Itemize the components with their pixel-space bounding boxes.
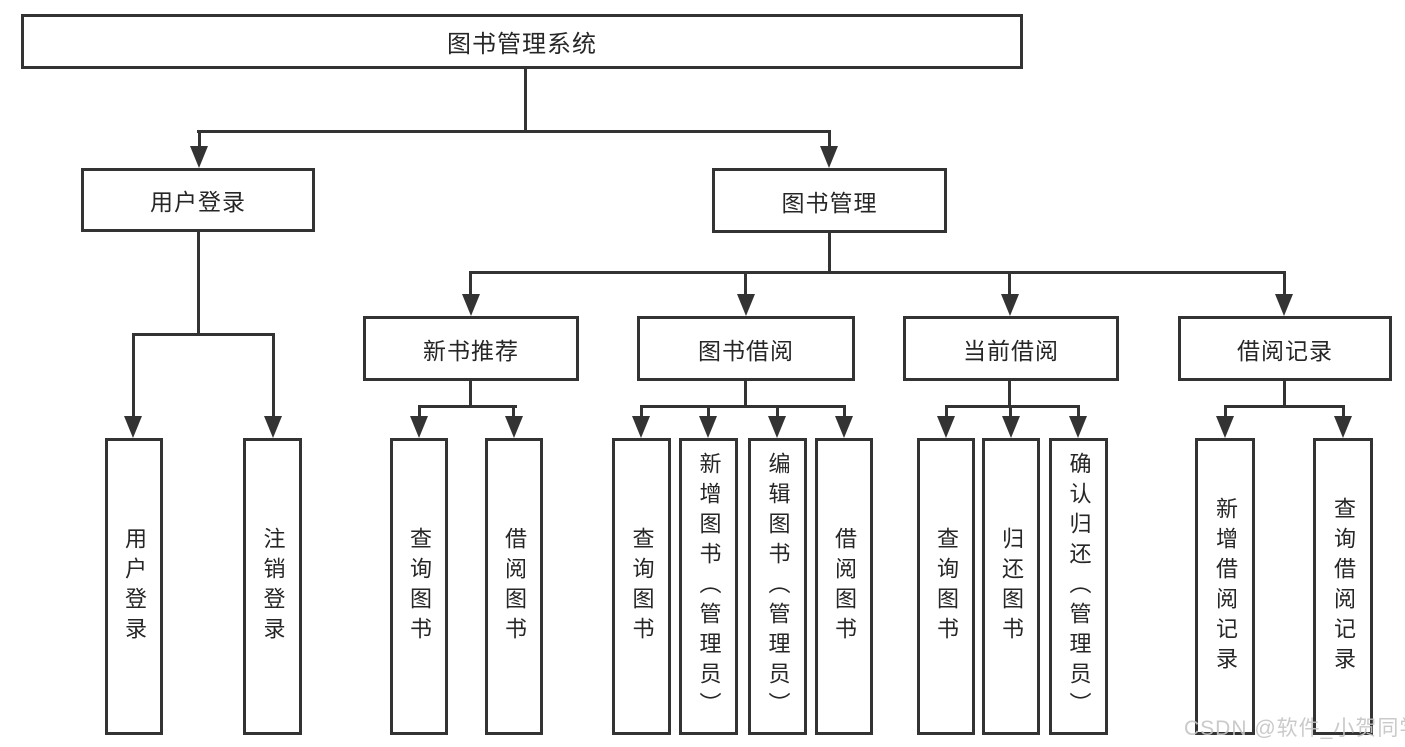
connector-book-mgmt-horizontal	[469, 271, 1286, 274]
leaf-query-books-recommend: 查询图书	[390, 438, 448, 735]
connector-l1-arrow-stem-right	[828, 130, 831, 150]
connector-book-mgmt-arrow-stem	[744, 271, 747, 297]
connector-new-book-arrow-stem	[418, 405, 421, 418]
node-label: 新增借阅记录	[1213, 496, 1238, 677]
arrow-down-icon	[737, 294, 755, 316]
connector-user-login-horizontal	[132, 333, 275, 336]
arrow-down-icon	[1216, 416, 1234, 438]
connector-l1-arrow-stem-left	[198, 130, 201, 150]
arrow-down-icon	[264, 416, 282, 438]
node-new-book-recommend: 新书推荐	[363, 316, 579, 381]
leaf-query-books-current: 查询图书	[917, 438, 975, 735]
connector-borrow-record-stem	[1283, 380, 1286, 407]
connector-current-borrow-horizontal	[945, 405, 1080, 408]
leaf-query-borrow-record: 查询借阅记录	[1313, 438, 1373, 735]
connector-book-mgmt-stem	[828, 232, 831, 273]
connector-book-borrow-arrow-stem	[843, 405, 846, 418]
leaf-query-books-borrow: 查询图书	[612, 438, 671, 735]
arrow-down-icon	[768, 416, 786, 438]
connector-book-borrow-arrow-stem	[707, 405, 710, 418]
connector-book-borrow-arrow-stem	[776, 405, 779, 418]
connector-borrow-record-arrow-stem	[1224, 405, 1227, 418]
connector-borrow-record-horizontal	[1224, 405, 1345, 408]
node-label: 图书管理系统	[447, 31, 597, 58]
arrow-down-icon	[699, 416, 717, 438]
leaf-add-borrow-record: 新增借阅记录	[1195, 438, 1255, 735]
node-label: 确认归还（管理员）	[1066, 451, 1092, 722]
connector-book-borrow-stem	[744, 380, 747, 407]
arrow-down-icon	[1275, 294, 1293, 316]
leaf-return-book: 归还图书	[982, 438, 1040, 735]
connector-current-borrow-stem	[1008, 376, 1011, 407]
arrow-down-icon	[937, 416, 955, 438]
connector-l1-horizontal	[197, 130, 831, 133]
node-label: 借阅图书	[832, 526, 857, 647]
node-label: 用户登录	[150, 189, 246, 215]
node-label: 新增图书（管理员）	[696, 451, 722, 722]
arrow-down-icon	[1002, 416, 1020, 438]
arrow-down-icon	[190, 146, 208, 168]
node-label: 归还图书	[999, 526, 1024, 647]
node-current-borrow: 当前借阅	[903, 316, 1119, 381]
connector-book-mgmt-arrow-stem	[469, 271, 472, 297]
node-book-borrow: 图书借阅	[637, 316, 855, 381]
arrow-down-icon	[462, 294, 480, 316]
node-label: 图书管理	[781, 189, 878, 216]
connector-new-book-horizontal	[418, 405, 517, 408]
connector-borrow-record-arrow-stem	[1342, 405, 1345, 418]
node-label: 新书推荐	[423, 337, 519, 364]
connector-new-book-arrow-stem	[512, 405, 515, 418]
leaf-borrow-books-recommend: 借阅图书	[485, 438, 543, 735]
connector-book-borrow-arrow-stem	[640, 405, 643, 418]
node-label: 借阅记录	[1237, 337, 1333, 364]
node-label: 编辑图书（管理员）	[765, 451, 791, 722]
node-label: 用户登录	[122, 526, 147, 647]
watermark: CSDN @软件_小贺同学	[1184, 717, 1405, 740]
node-label: 借阅图书	[502, 526, 527, 647]
connector-current-borrow-arrow-stem	[1077, 405, 1080, 418]
arrow-down-icon	[124, 416, 142, 438]
arrow-down-icon	[1069, 416, 1087, 438]
arrow-down-icon	[1334, 416, 1352, 438]
leaf-edit-book-admin: 编辑图书（管理员）	[748, 438, 807, 735]
connector-book-borrow-horizontal	[640, 405, 846, 408]
node-label: 查询借阅记录	[1331, 496, 1356, 677]
connector-current-borrow-arrow-stem	[945, 405, 948, 418]
connector-current-borrow-arrow-stem	[1009, 405, 1012, 418]
arrow-down-icon	[410, 416, 428, 438]
arrow-down-icon	[505, 416, 523, 438]
connector-book-mgmt-arrow-stem	[1283, 271, 1286, 297]
leaf-add-book-admin: 新增图书（管理员）	[679, 438, 738, 735]
node-label: 查询图书	[934, 526, 959, 647]
node-label: 图书借阅	[698, 337, 794, 364]
arrow-down-icon	[632, 416, 650, 438]
node-label: 查询图书	[629, 526, 655, 647]
leaf-confirm-return-admin: 确认归还（管理员）	[1049, 438, 1108, 735]
connector-user-login-stem	[197, 231, 200, 335]
arrow-down-icon	[820, 146, 838, 168]
node-label: 注销登录	[260, 526, 286, 647]
leaf-user-login: 用户登录	[105, 438, 163, 735]
node-label: 当前借阅	[963, 337, 1059, 364]
leaf-logout: 注销登录	[243, 438, 302, 735]
node-user-login: 用户登录	[81, 168, 315, 232]
leaf-borrow-books: 借阅图书	[815, 438, 873, 735]
connector-user-login-arrow-stem	[132, 333, 135, 418]
connector-new-book-stem	[469, 380, 472, 407]
node-book-management: 图书管理	[712, 168, 947, 233]
arrow-down-icon	[1001, 294, 1019, 316]
connector-root-stem	[524, 68, 527, 132]
arrow-down-icon	[835, 416, 853, 438]
connector-user-login-arrow-stem	[272, 333, 275, 418]
node-borrow-records: 借阅记录	[1178, 316, 1392, 381]
node-label: 查询图书	[407, 526, 432, 647]
node-root: 图书管理系统	[21, 14, 1023, 69]
connector-book-mgmt-arrow-stem	[1008, 271, 1011, 297]
